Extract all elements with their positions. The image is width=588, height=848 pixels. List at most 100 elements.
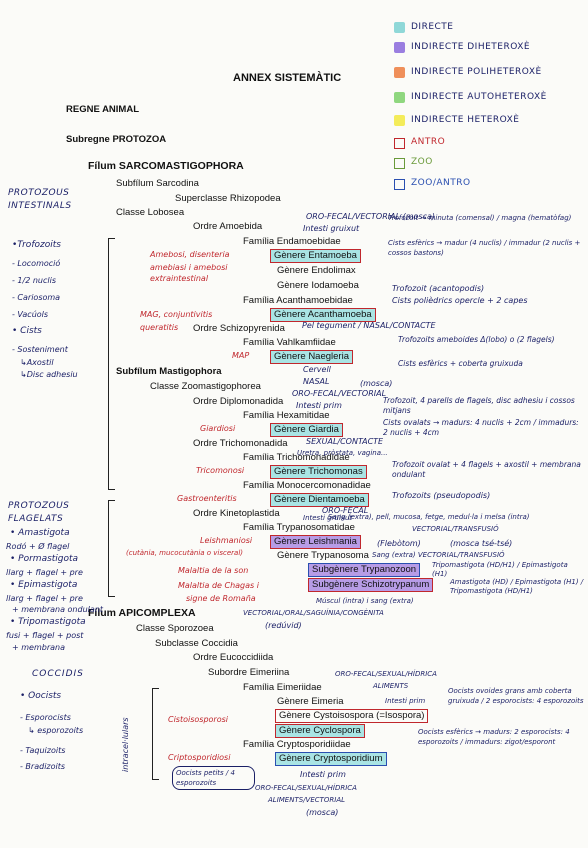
list-item: llarg + flagel + pre [6,568,83,577]
subclasse-coccidia: Subclasse Coccidia [155,638,238,649]
note: Intesti prim [300,770,346,779]
classe-lobosea: Classe Lobosea [116,207,185,218]
genere-entamoeba: Gènere Entamoeba [270,249,361,263]
familia-eimeriidae: Família Eimeriidae [243,682,322,693]
note-protozous-flagelats: PROTOZOUS FLAGELATS [8,501,70,524]
note: (mosca tsé-tsé) [450,539,513,548]
genere-trichomonas: Gènere Trichomonas [270,465,367,479]
note-cistoisosporosi: Cistoisosporosi [168,715,229,724]
note: NASAL [303,377,330,386]
note-intracellulars: intracel·lulars [121,717,130,772]
familia-monocercomonadidae: Família Monocercomonadidae [243,480,371,491]
genere-endolimax: Gènere Endolimax [277,265,356,276]
list-item: - Esporocists [20,713,71,722]
superclasse: Superclasse Rhizopodea [175,193,281,204]
genere-acanthamoeba: Gènere Acanthamoeba [270,308,376,322]
note: Cists ovalats → madurs: 4 nuclis + 2cm /… [383,418,579,437]
legend-swatch-polihetero [394,67,405,78]
legend-label: INDIRECTE AUTOHETEROXÈ [411,92,547,102]
list-item: - Locomoció [12,259,61,268]
ordre-trichomonadida: Ordre Trichomonadida [193,438,288,449]
genere-trypanosoma: Gènere Trypanosoma [277,550,369,561]
note-mag: MAG, conjuntivitis [140,310,213,319]
legend-label: INDIRECTE HETEROXÈ [411,115,520,125]
note-leish-detail: (cutània, mucocutània o visceral) [126,549,244,557]
note: VECTORIAL/TRANSFUSIÓ [412,525,499,533]
note-malaltia-son: Malaltia de la son [178,566,249,575]
genere-cryptosporidium: Gènere Cryptosporidium [275,752,387,766]
list-item: • Tripomastigota [10,617,86,627]
ordre-eucoccidiida: Ordre Eucoccidiida [193,652,274,663]
list-item: - Sosteniment [12,345,68,354]
genere-giardia: Gènere Giardia [270,423,343,437]
genere-iodamoeba: Gènere Iodamoeba [277,280,359,291]
note-amebiasi: amebiasi i amebosi extraintestinal [150,263,228,283]
note-criptosporidiosi: Criptosporidiosi [168,753,231,762]
legend-box-zooantro [394,179,405,190]
note: (mosca) [360,379,393,388]
genere-eimeria: Gènere Eimeria [277,696,344,707]
note: Trofozoits (pseudopodis) [392,491,491,500]
note: Pel tegument / NASAL/CONTACTE [302,321,436,330]
ordre-kinetoplastida: Ordre Kinetoplastida [193,508,280,519]
note: (mosca) [306,808,339,817]
list-item: - Taquizoits [20,746,66,755]
note: Trofozoit ovalat + 4 flagels + axostil +… [392,460,581,479]
genere-cyclospora: Gènere Cyclospora [275,724,365,738]
list-item: • Oocists [20,691,62,701]
note: Oocists esfèrics → madurs: 2 esporocists… [418,728,570,746]
list-item: ↳Axostil [20,358,54,367]
note: VECTORIAL/ORAL/SAGUÍNIA/CONGÈNITA [243,609,384,617]
note: Múscul (intra) i sang (extra) [316,597,414,605]
list-item: - Vacúols [12,310,49,319]
list-item: Rodó + Ø flagel [6,542,70,551]
regne-label: REGNE ANIMAL [66,104,140,115]
note-gastroenteritis: Gastroenteritis [177,494,237,503]
note: (redúvid) [265,621,302,630]
subordre-eimeriina: Subordre Eimeriina [208,667,290,678]
note: Cervell [303,365,331,374]
classe-sporozoea: Classe Sporozoea [136,623,214,634]
legend-swatch-hetero [394,115,405,126]
note: Oocists ovoides grans amb coberta gruixu… [448,687,584,705]
note-map: MAP [232,351,250,360]
note-tricomonosi: Tricomonosi [196,466,245,475]
list-item: • Cists [12,326,42,336]
brace-intestinals [108,238,115,490]
brace-flagelats [108,500,115,597]
filum-sarcomastigophora: Fílum SARCOMASTIGOPHORA [88,160,244,172]
subregne-label: Subregne PROTOZOA [66,134,167,145]
genere-dientamoeba: Gènere Dientamoeba [270,493,369,507]
legend-label: DIRECTE [411,22,454,32]
list-item: ↳ esporozoits [28,726,84,735]
note: SEXUAL/CONTACTE [306,437,384,446]
list-item: + membrana [12,643,65,652]
familia-hexamitidae: Família Hexamitidae [243,410,330,421]
note-protozous-intestinals: PROTOZOUS INTESTINALS [8,188,72,211]
list-item: •Trofozoits [12,240,61,250]
classe-zoomastigophorea: Classe Zoomastigophorea [150,381,261,392]
legend-label: ANTRO [411,137,446,147]
note: Uretra, pròstata, vagina... [297,449,388,457]
note: Cists polièdrics opercle + 2 capes [392,296,528,305]
note: Cists esfèrics + coberta gruixuda [398,359,523,368]
legend-box-zoo [394,158,405,169]
ordre-amoebida: Ordre Amoebida [193,221,263,232]
note: Cists esfèrics → madur (4 nuclis) / imma… [388,239,581,257]
filum-apicomplexa: Fílum APICOMPLEXA [88,607,196,619]
genere-naegleria: Gènere Naegleria [270,350,353,364]
legend-swatch-autohetero [394,92,405,103]
list-item: fusi + flagel + post [6,631,84,640]
note: Intesti prim [296,401,342,410]
list-item: • Amastigota [10,528,70,538]
familia-endamoebidae: Família Endamoebidae [243,236,341,247]
page-title: ANNEX SISTEMÀTIC [233,72,342,84]
note: (Flebòtom) [377,539,421,548]
note-amebosi: Amebosi, disenteria [150,250,230,259]
legend-label: INDIRECTE POLIHETEROXÈ [411,67,542,77]
note: Intesti gruixut [303,224,360,233]
legend-label: ZOO/ANTRO [411,178,471,188]
note-leishmaniosi: Leishmaniosi [200,536,253,545]
note: ORO-FECAL/SEXUAL/HÍDRICA [255,784,357,792]
legend-box-antro [394,138,405,149]
